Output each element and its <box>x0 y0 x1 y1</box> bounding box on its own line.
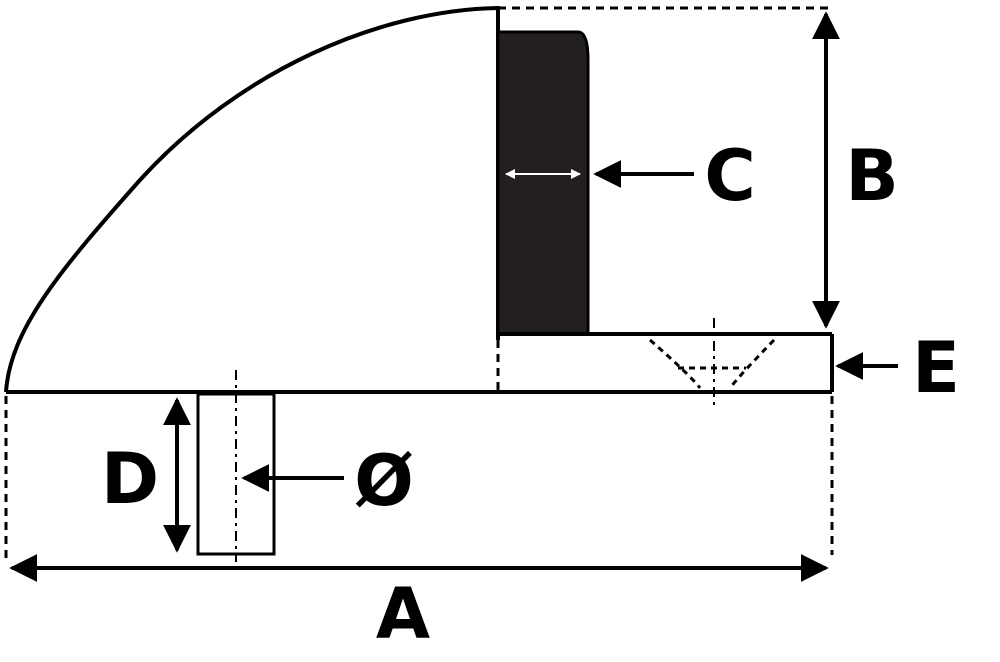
stopper-body-outline <box>4 5 500 393</box>
label-e: E <box>912 327 960 409</box>
label-diameter: Ø <box>354 440 414 522</box>
countersink-hole <box>649 338 776 389</box>
label-b: B <box>845 135 898 217</box>
rubber-bumper <box>496 30 590 336</box>
label-a: A <box>376 573 430 655</box>
label-c: C <box>704 135 755 217</box>
label-d: D <box>101 438 159 520</box>
